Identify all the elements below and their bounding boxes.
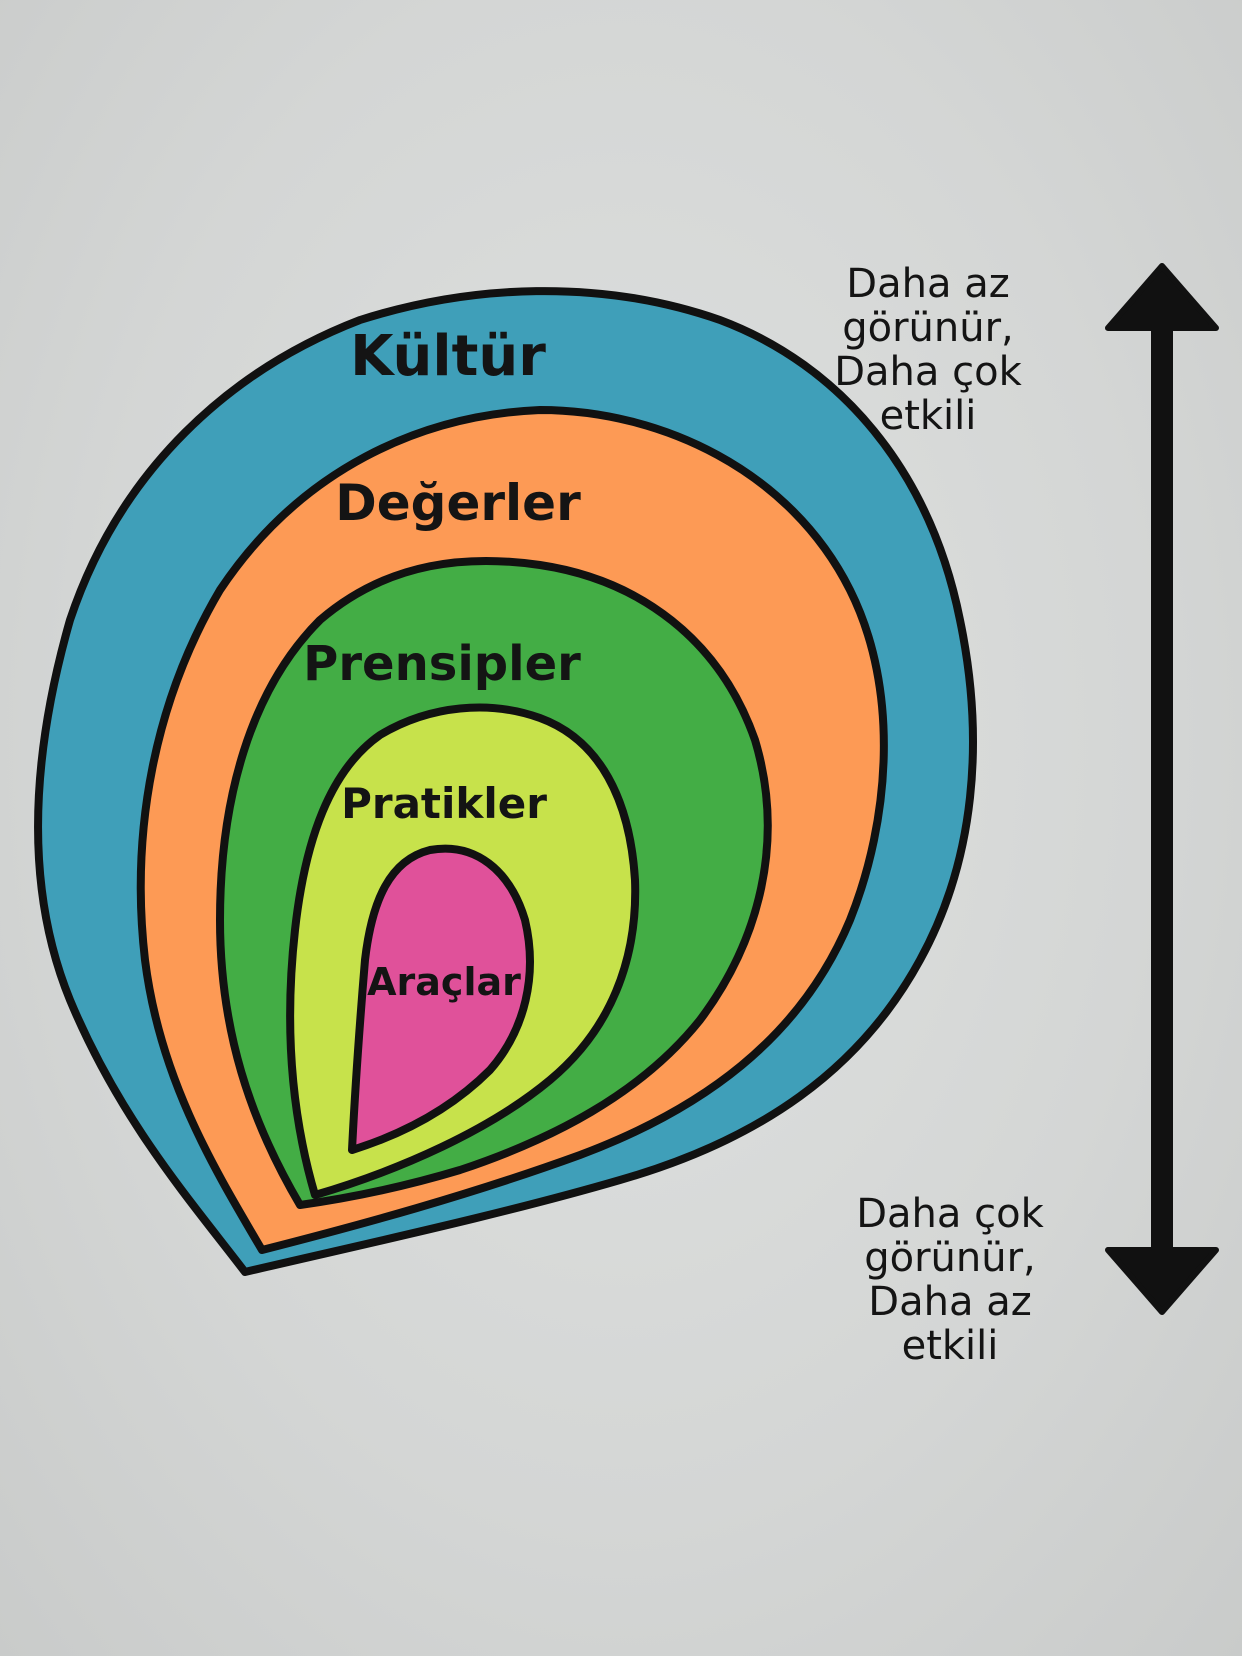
top-note-line-1: Daha az bbox=[846, 261, 1010, 307]
bottom-note-line-4: etkili bbox=[901, 1323, 999, 1369]
label-degerler: Değerler bbox=[335, 474, 581, 532]
bottom-note-line-2: görünür, bbox=[864, 1235, 1036, 1281]
top-note-line-4: etkili bbox=[879, 393, 977, 439]
arrow-down-head bbox=[1105, 1247, 1219, 1315]
top-scale-note: Daha az görünür, Daha çok etkili bbox=[808, 262, 1048, 438]
label-araclar: Araçlar bbox=[367, 960, 521, 1004]
label-kultur: Kültür bbox=[350, 324, 546, 389]
layer-araclar-shape bbox=[348, 844, 534, 1154]
label-prensipler: Prensipler bbox=[303, 636, 581, 692]
bottom-scale-note: Daha çok görünür, Daha az etkili bbox=[830, 1192, 1070, 1368]
bottom-note-line-1: Daha çok bbox=[856, 1191, 1044, 1237]
visibility-scale-arrow bbox=[1105, 263, 1219, 1315]
label-pratikler: Pratikler bbox=[341, 779, 547, 828]
bottom-note-line-3: Daha az bbox=[868, 1279, 1032, 1325]
arrow-up-head bbox=[1105, 263, 1219, 331]
top-note-line-2: görünür, bbox=[842, 305, 1014, 351]
top-note-line-3: Daha çok bbox=[834, 349, 1022, 395]
